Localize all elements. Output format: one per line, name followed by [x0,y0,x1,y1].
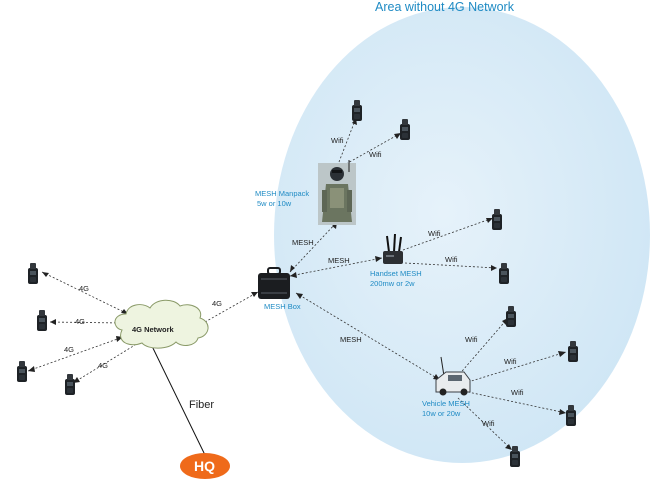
manpack-soldier-icon [318,160,356,225]
diagram-title: Area without 4G Network [375,0,514,14]
handset-mesh-icon [383,233,403,264]
handset-label-name: Handset MESH [370,269,422,278]
link-label-wifi: Wifi [445,255,458,264]
link-label-mesh: MESH [292,238,314,247]
link-label-4g: 4G [75,317,86,326]
vehicle-label-power: 10w or 20w [422,409,461,418]
link-label-wifi: Wifi [428,229,441,238]
link-label-wifi: Wifi [465,335,478,344]
4g-network-cloud [114,299,209,349]
link-label-wifi: Wifi [369,150,382,159]
vehicle-mesh-icon [435,356,471,396]
link-label-mesh: MESH [328,256,350,265]
link-label-4g: 4G [64,345,75,354]
vehicle-label-name: Vehicle MESH [422,399,470,408]
mesh-box-label: MESH Box [264,302,301,311]
no-4g-coverage-area [274,7,650,463]
link-label-4g: 4G [79,284,90,293]
fiber-line [149,341,206,456]
handset-label-power: 200mw or 2w [370,279,415,288]
link-label-wifi: Wifi [482,419,495,428]
mesh-box-icon [258,267,290,299]
link-label-4g: 4G [98,361,109,370]
manpack-label-power: 5w or 10w [257,199,292,208]
link-lines [27,117,567,451]
link-label-wifi: Wifi [511,388,524,397]
4g-network-label: 4G Network [132,325,174,334]
hq-label: HQ [194,458,215,474]
link-label-4g: 4G [212,299,223,308]
hq-node [180,453,230,479]
link-label-wifi: Wifi [504,357,517,366]
link-label-mesh: MESH [340,335,362,344]
fiber-label: Fiber [189,399,215,411]
manpack-label-name: MESH Manpack [255,189,310,198]
link-label-wifi: Wifi [331,136,344,145]
